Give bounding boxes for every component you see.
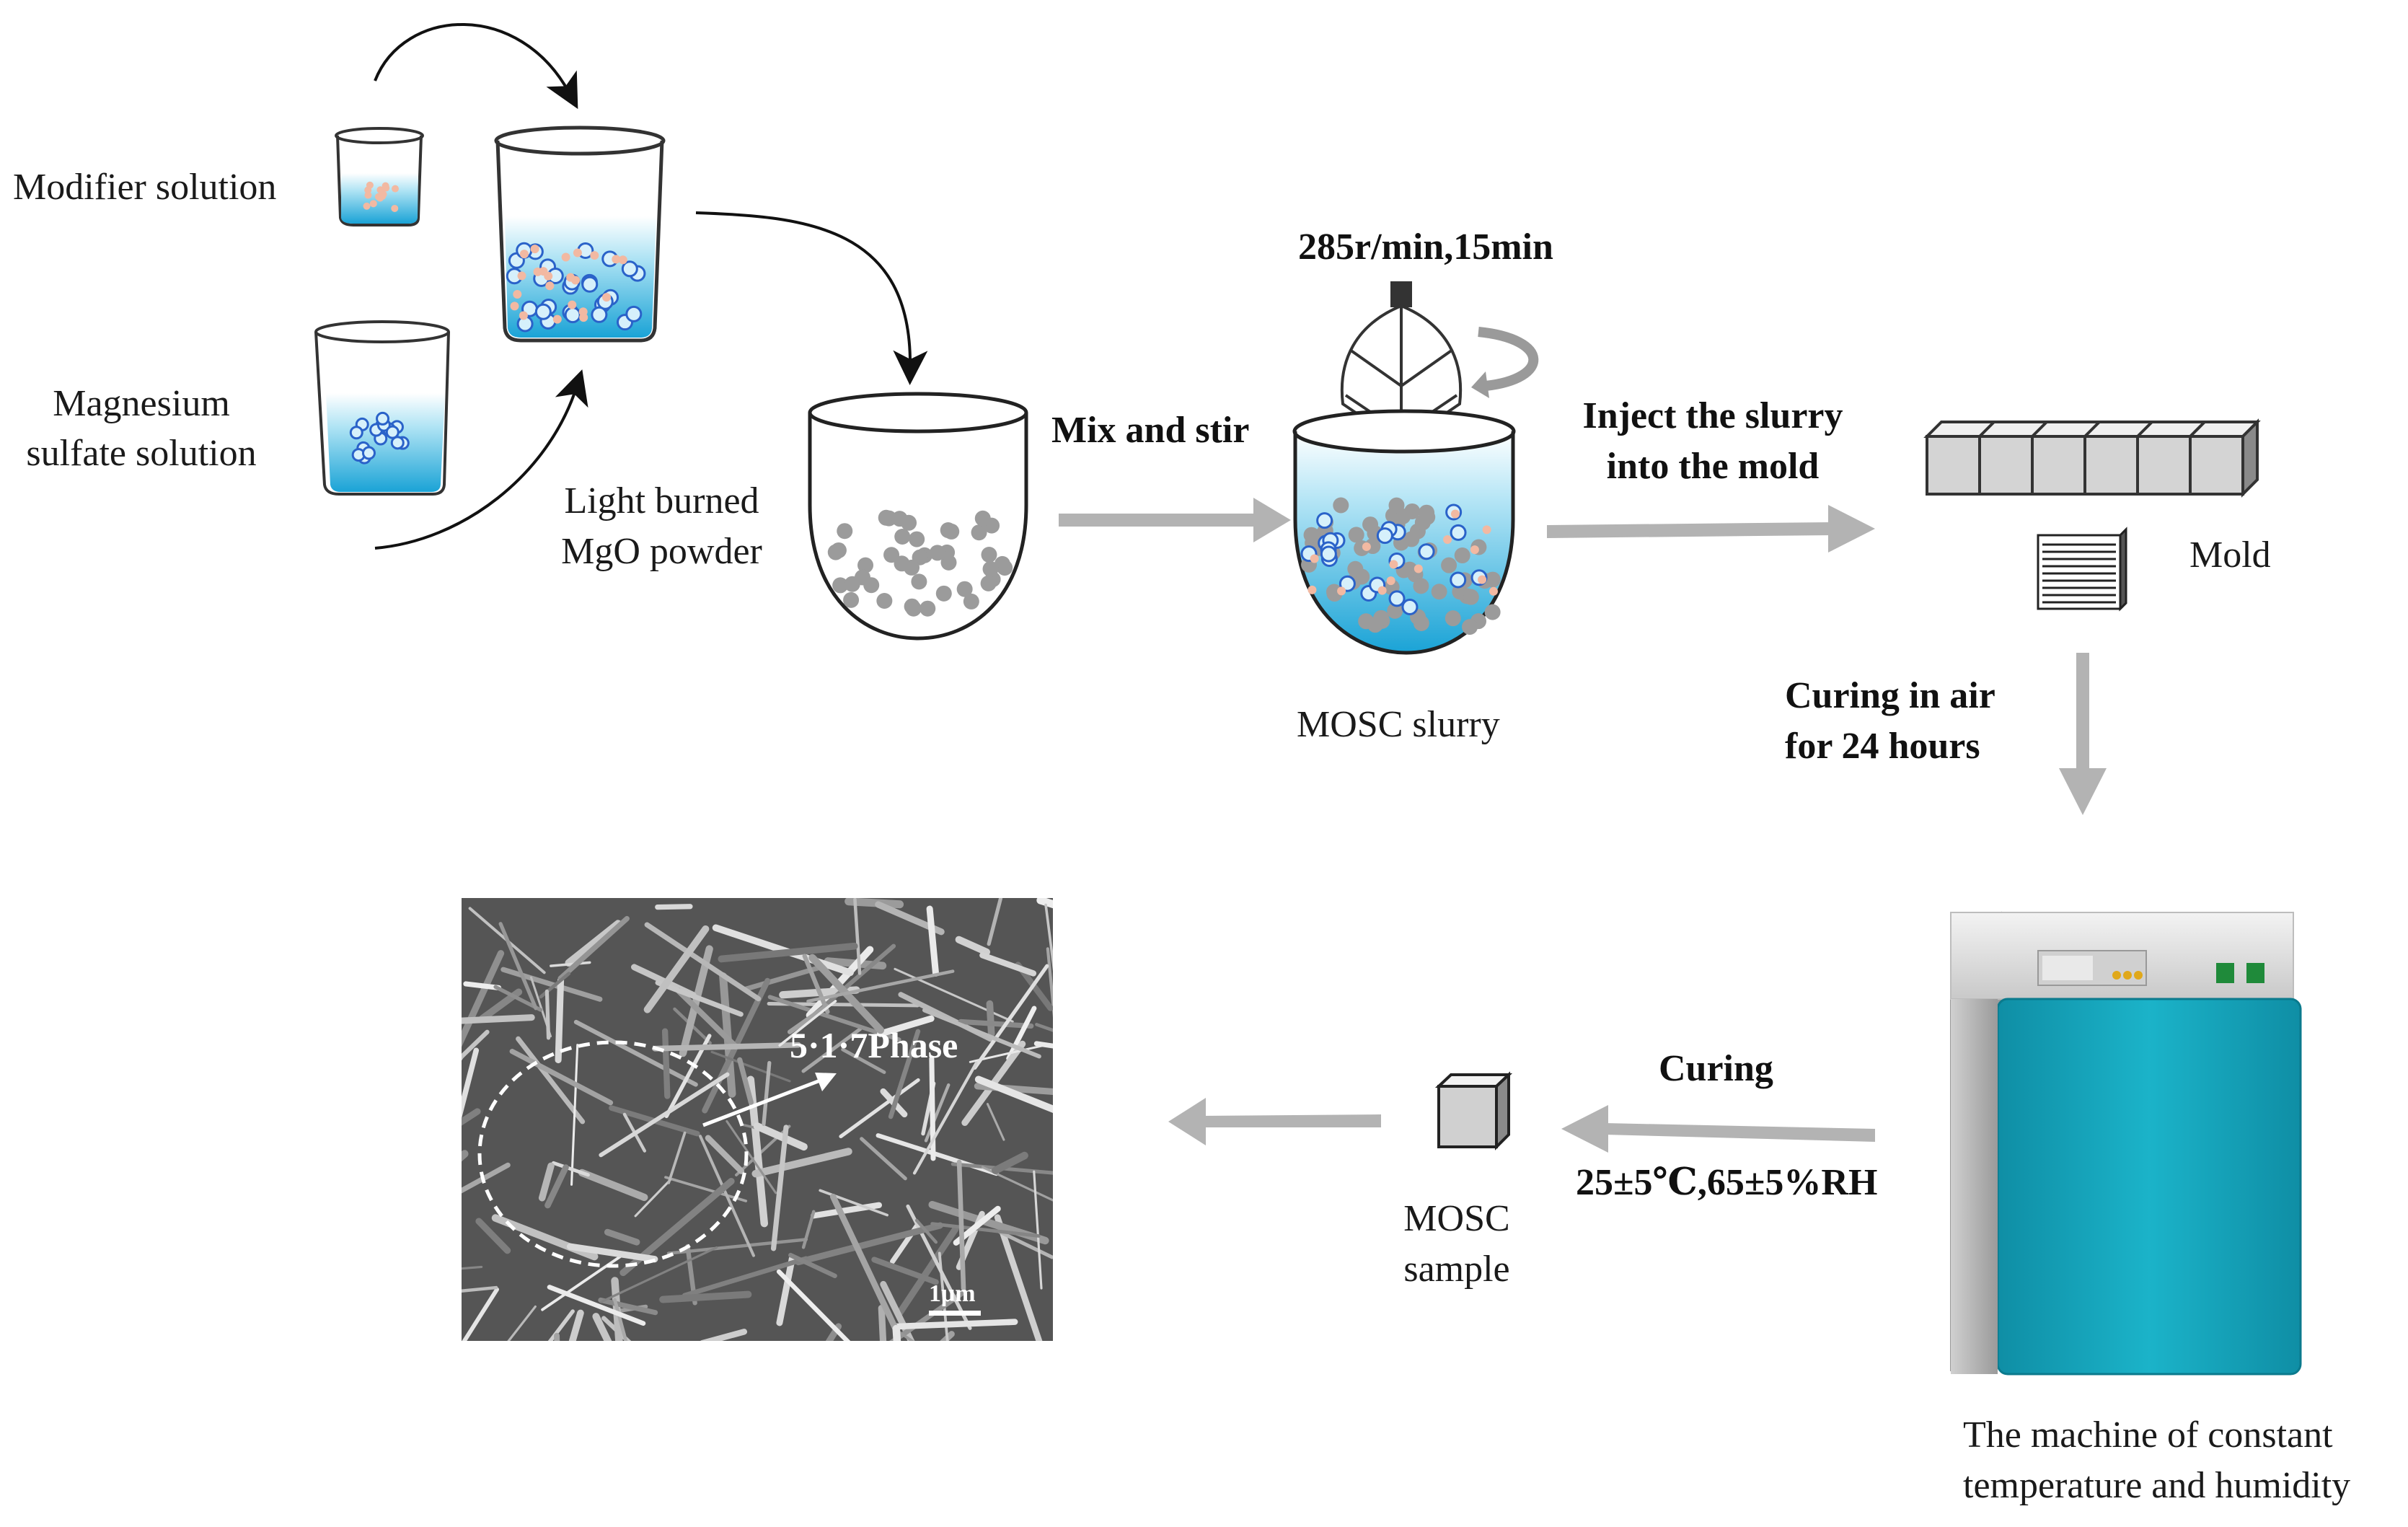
magnesium-beaker (314, 320, 450, 496)
machine (1950, 911, 2302, 1376)
rotation-arrow (1478, 327, 1539, 391)
sem-micrograph: 5·1·7Phase 1μm (462, 898, 1053, 1341)
label-inject-line1: Inject the slurry (1582, 395, 1843, 436)
mgo-bowl (808, 392, 1028, 641)
label-mix-stir: Mix and stir (1051, 410, 1250, 451)
label-machine-line2: temperature and humidity (1963, 1465, 2351, 1506)
label-sample-line1: MOSC (1403, 1198, 1510, 1239)
mold-stack (2037, 527, 2127, 612)
label-mosc-slurry: MOSC slurry (1297, 704, 1500, 745)
sem-phase-label: 5·1·7Phase (790, 1025, 958, 1065)
label-machine-line1: The machine of constant (1963, 1414, 2333, 1456)
arrow-curing (1561, 1105, 1875, 1153)
label-magnesium-line1: Magnesium (53, 383, 230, 424)
arrow-to-sem (1168, 1098, 1381, 1145)
curved-arrow-magnesium (374, 369, 588, 550)
mosc-sample-cube (1434, 1071, 1513, 1150)
label-curing-conditions: 25±5℃,65±5%RH (1576, 1162, 1878, 1203)
label-curing-air-line2: for 24 hours (1785, 726, 1980, 767)
label-stir-params: 285r/min,15min (1298, 226, 1553, 268)
modifier-beaker (335, 127, 424, 226)
arrow-mix (1059, 498, 1291, 542)
label-curing-air-line1: Curing in air (1785, 675, 1995, 716)
label-magnesium-line2: sulfate solution (26, 433, 257, 474)
stirrer (1340, 281, 1463, 462)
label-mgo-line2: MgO powder (561, 531, 762, 572)
mixed-solution-beaker (494, 126, 666, 343)
arrow-down (2059, 653, 2107, 815)
curved-arrow-modifier (374, 23, 578, 110)
curved-arrow-to-bowl (695, 211, 928, 385)
label-mold: Mold (2189, 534, 2271, 576)
label-mgo-line1: Light burned (564, 480, 759, 522)
phase-highlight-circle (477, 1040, 749, 1268)
slurry-bowl (1292, 409, 1516, 655)
label-curing: Curing (1659, 1048, 1773, 1089)
scale-bar-line (929, 1311, 981, 1316)
phase-pointer-arrow (702, 1076, 826, 1127)
mold-row (1923, 418, 2261, 498)
label-modifier-solution: Modifier solution (13, 167, 277, 208)
sem-image (462, 898, 1053, 1341)
label-sample-line2: sample (1403, 1249, 1510, 1290)
sem-scale-label: 1μm (929, 1280, 976, 1307)
arrow-inject (1547, 505, 1875, 553)
label-inject-line2: into the mold (1606, 446, 1820, 487)
